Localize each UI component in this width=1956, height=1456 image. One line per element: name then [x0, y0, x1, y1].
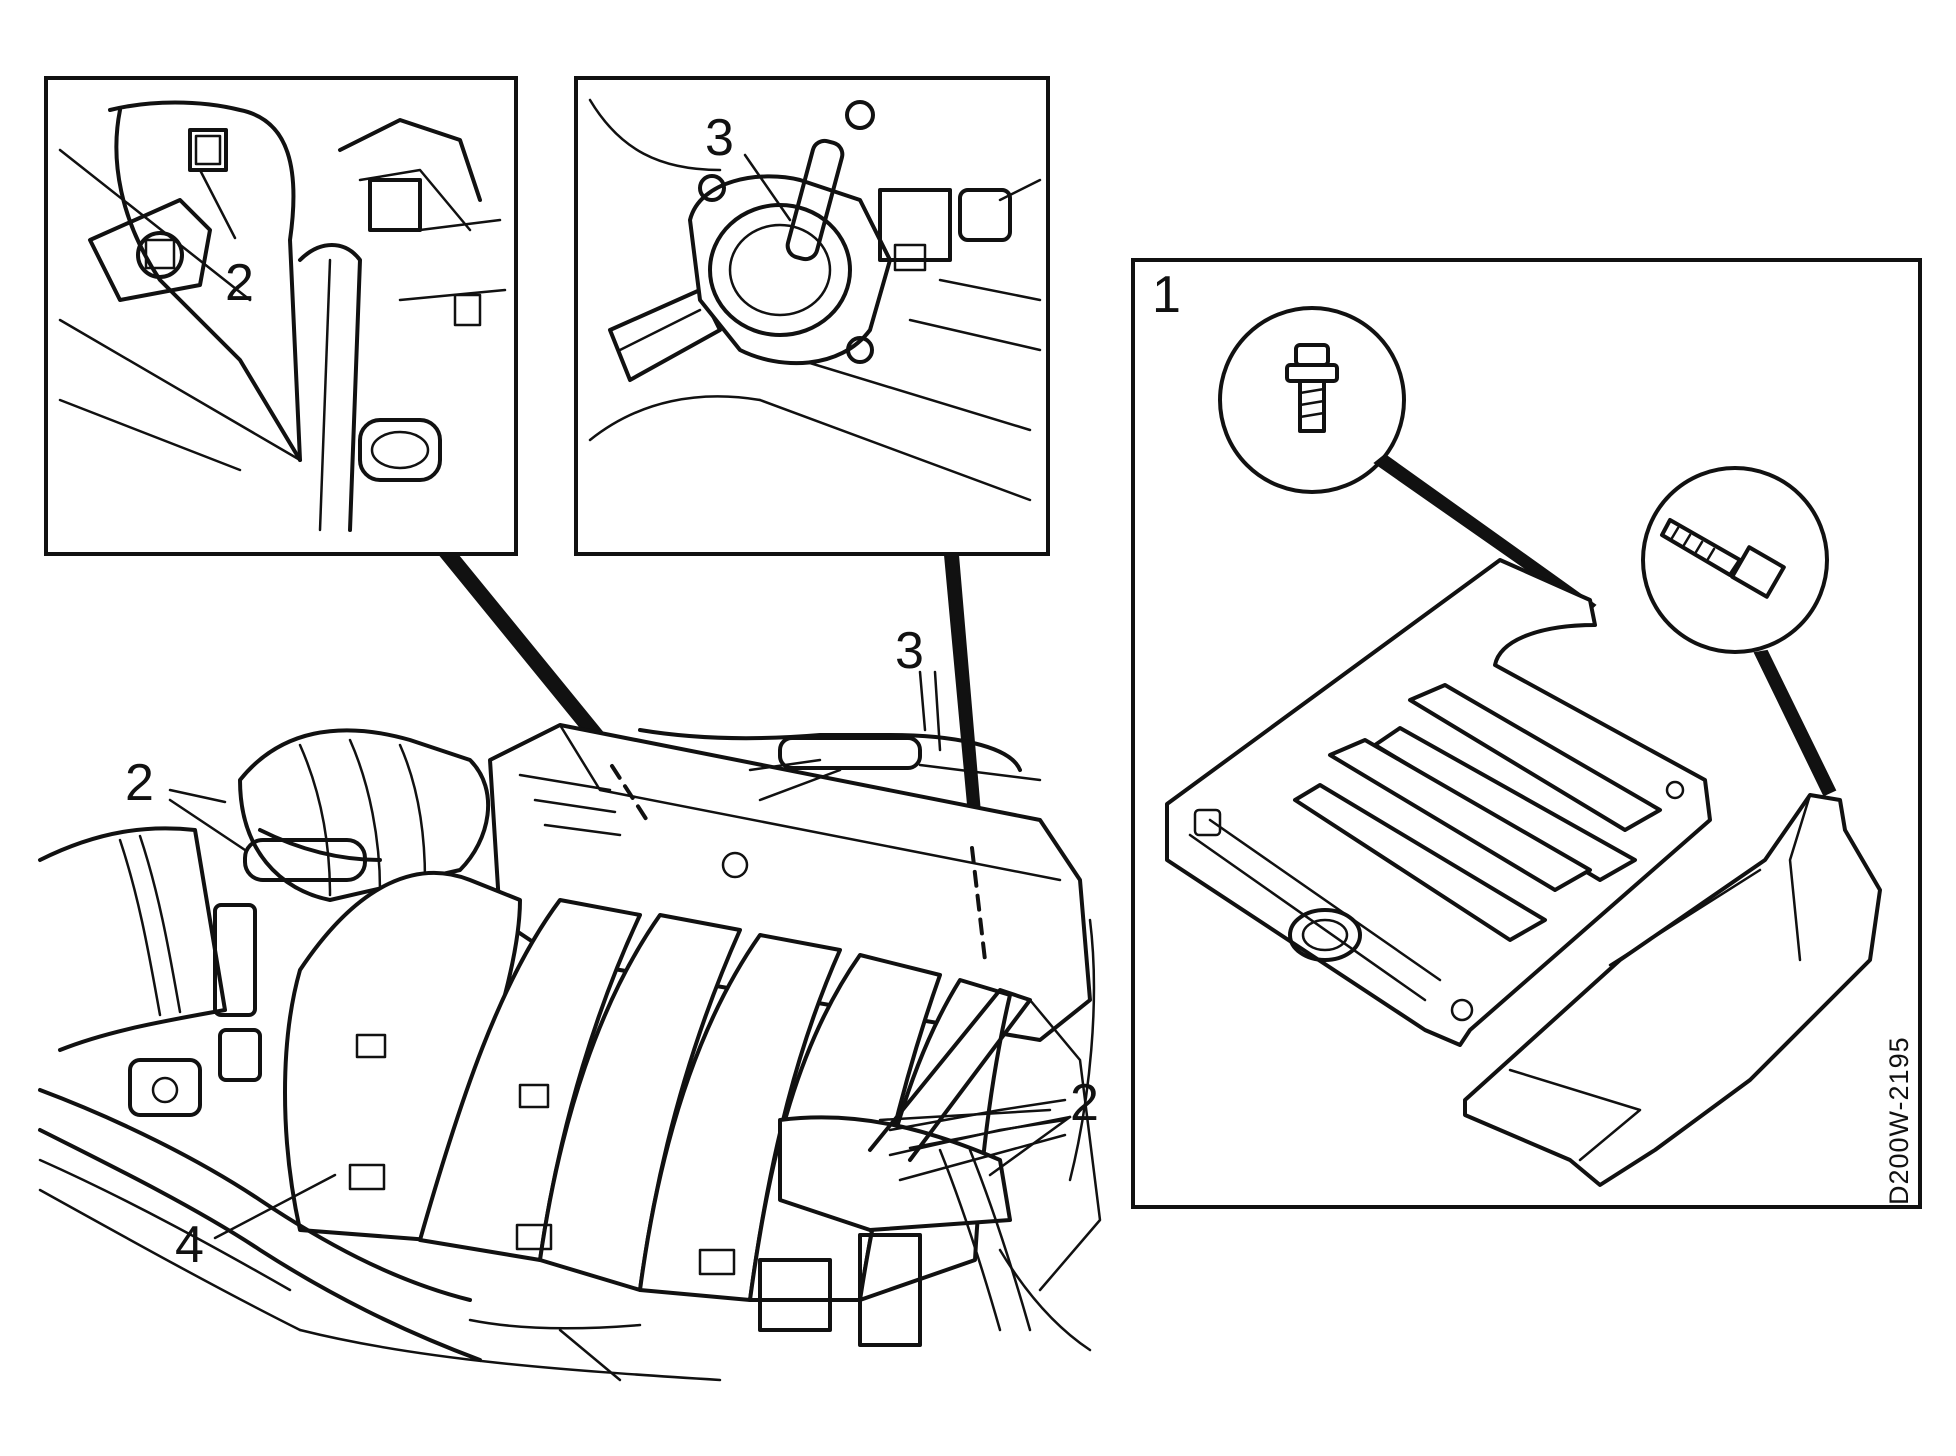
inset-connector-detail — [574, 76, 1050, 556]
callout-bolt-right: 2 — [1070, 1074, 1099, 1132]
callout-bolt-inset: 2 — [225, 254, 254, 312]
bolt-detail-2 — [1641, 466, 1829, 654]
inset-bolt-detail — [44, 76, 518, 556]
callout-engine-cover: 1 — [1152, 266, 1181, 324]
bolt-pointer-2 — [1753, 649, 1837, 797]
engine-bay-view — [38, 546, 1102, 1382]
callout-bolt-left: 2 — [125, 754, 154, 812]
callout-connector-main: 3 — [895, 622, 924, 680]
figure-code: D200W-2195 — [1884, 1036, 1914, 1205]
callout-nut: 4 — [175, 1216, 204, 1274]
inset-engine-cover — [1131, 258, 1922, 1209]
callout-connector-inset: 3 — [705, 109, 734, 167]
runner-nut — [348, 851, 749, 1276]
bolt-pointer-1 — [1373, 453, 1597, 614]
bolt-detail-1 — [1218, 306, 1406, 494]
